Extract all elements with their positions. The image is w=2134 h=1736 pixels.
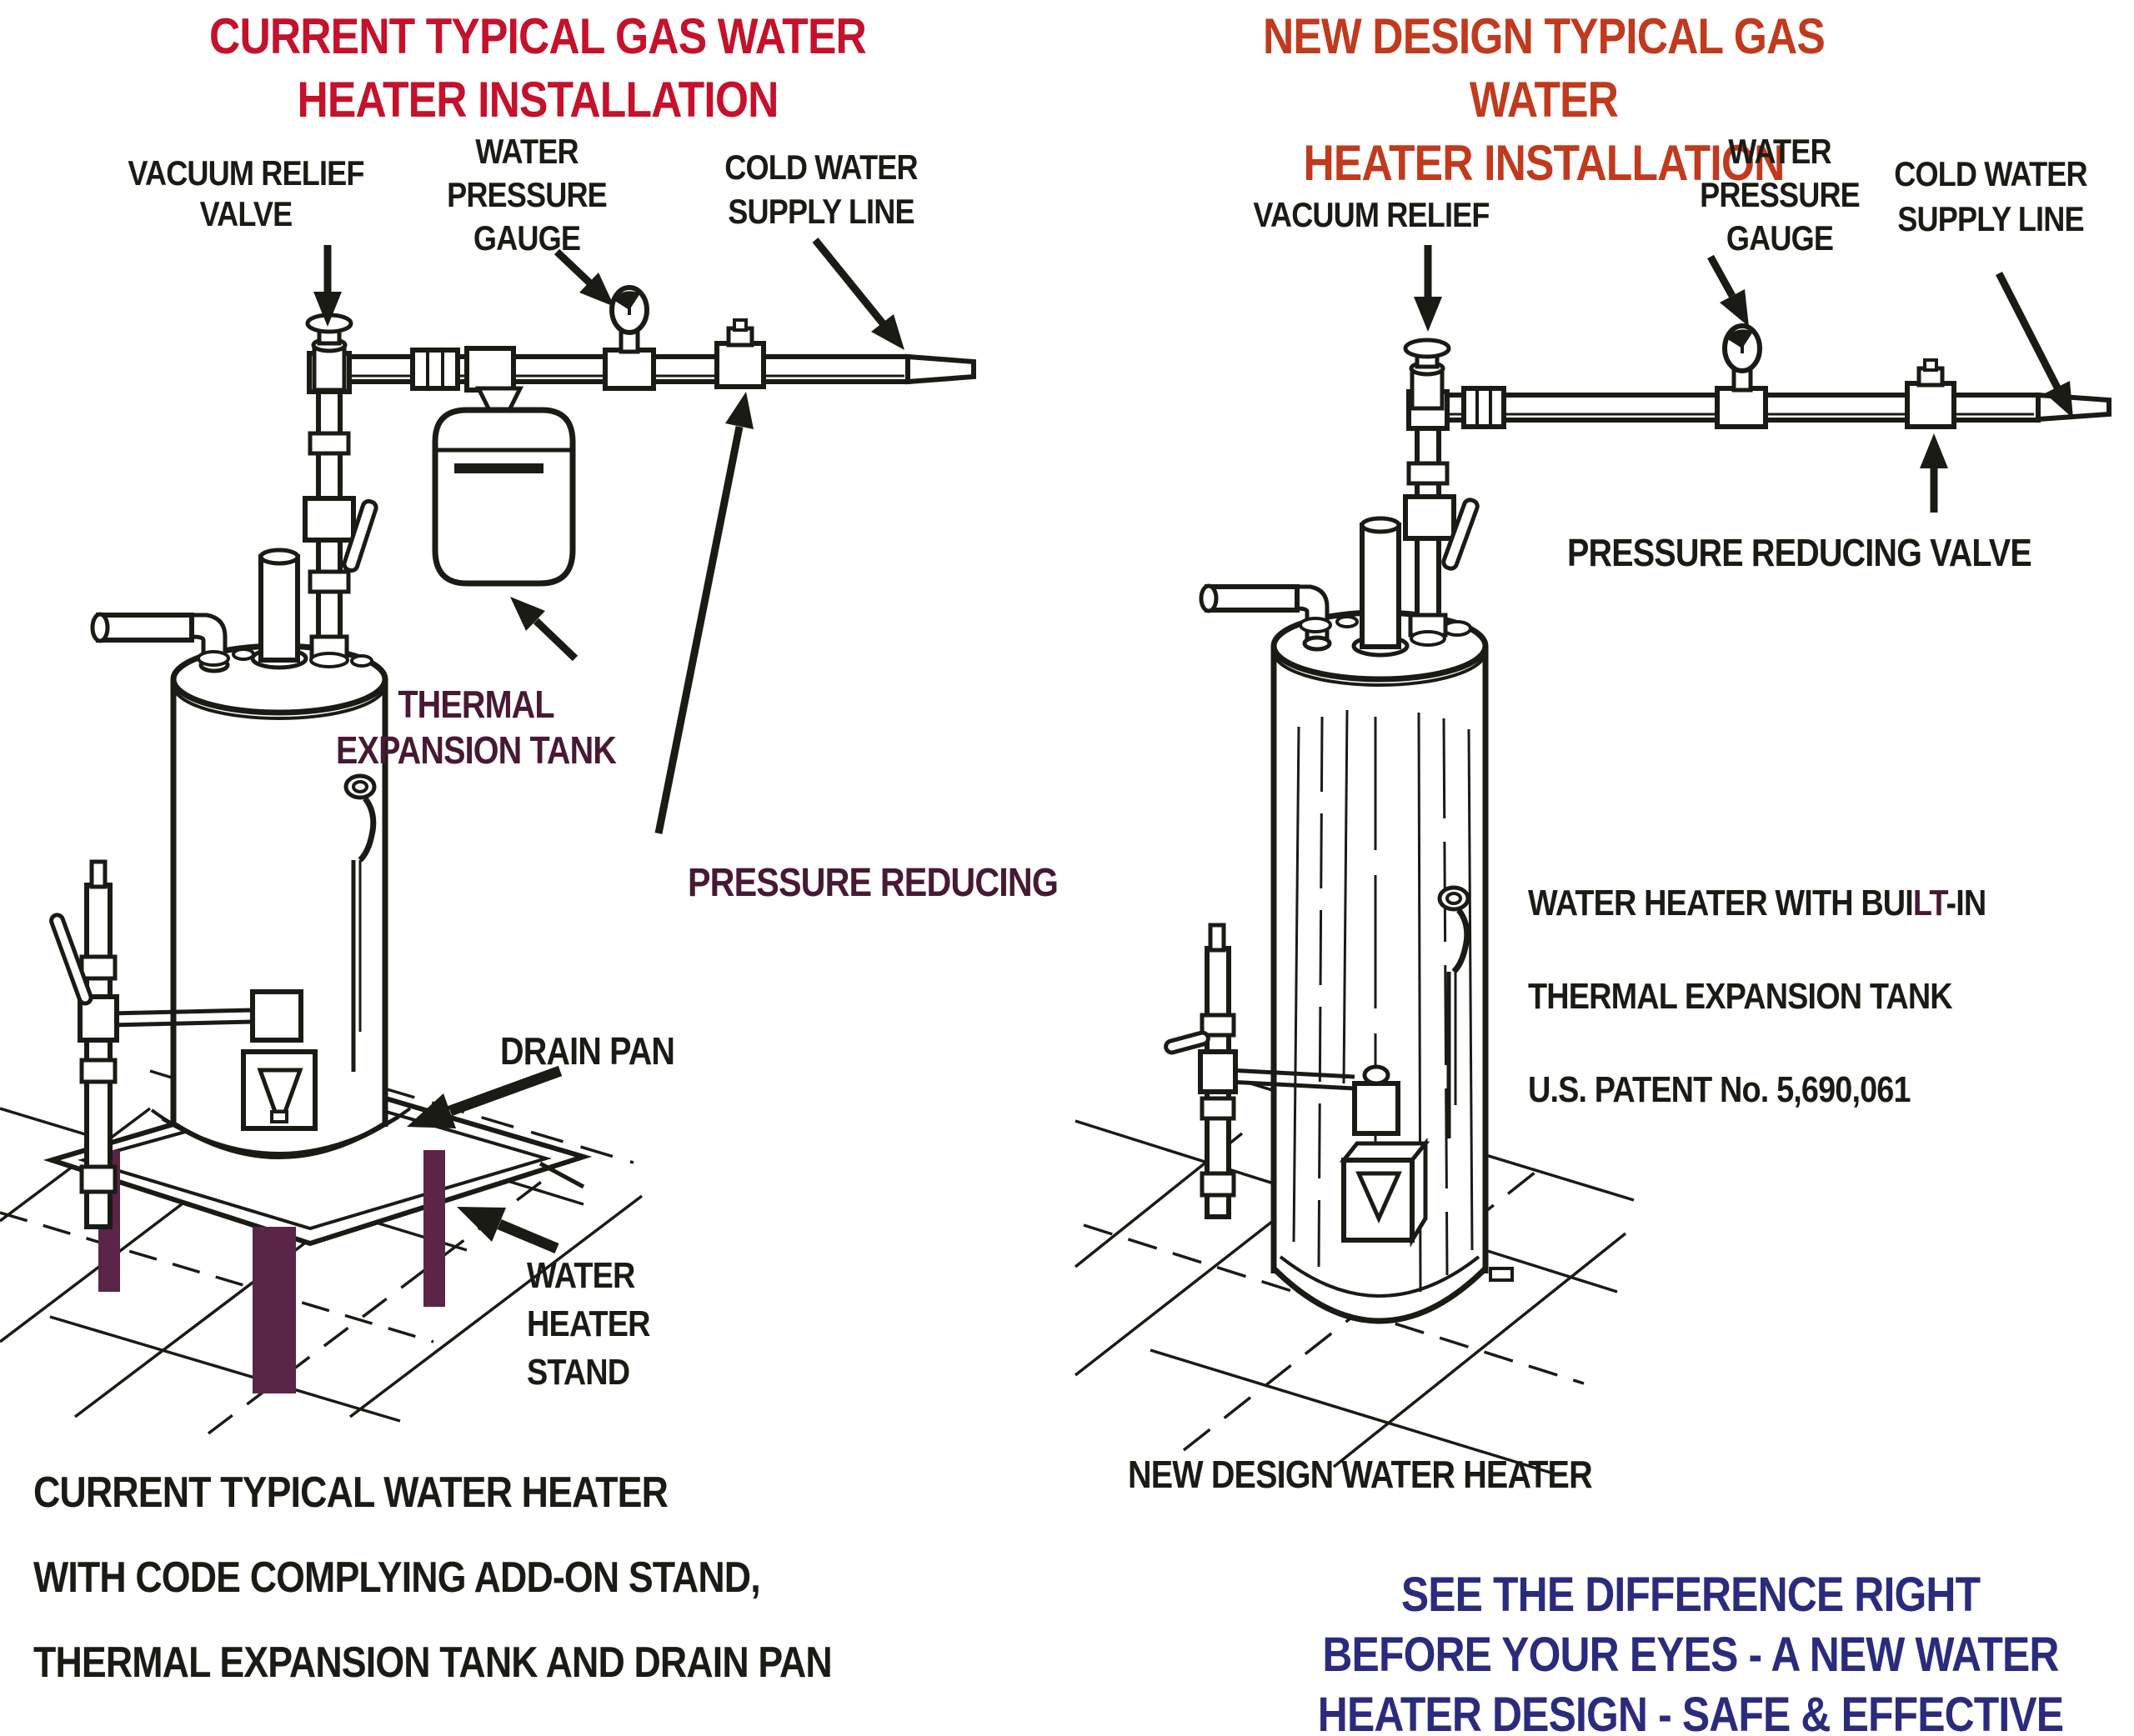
annotation-arrows <box>1414 245 2073 513</box>
burner-access-door <box>1339 1137 1430 1248</box>
shutoff-valve <box>1403 494 1456 541</box>
note-line3: U.S. PATENT No. 5,690,061 <box>1528 1069 1911 1110</box>
flue-pipe <box>1351 516 1410 658</box>
supply-pipe-open-end <box>905 353 976 385</box>
temperature-pressure-valve <box>343 773 377 1072</box>
tagline: SEE THE DIFFERENCE RIGHT BEFORE YOUR EYE… <box>1317 1568 2064 1736</box>
vacuum-relief-valve <box>305 313 353 393</box>
arrow-vacuum-relief <box>1414 245 1442 332</box>
pipe-union <box>410 348 460 391</box>
burner-control <box>109 989 303 1043</box>
water-heater-tank <box>1199 516 1514 1324</box>
arrow-pressure-reducing-valve <box>1920 433 1948 513</box>
arrow-cold-water-supply <box>812 238 904 350</box>
supply-pipe-open-end <box>2036 392 2111 423</box>
left-title: CURRENT TYPICAL GAS WATER HEATER INSTALL… <box>209 8 867 128</box>
shutoff-valve <box>303 496 356 543</box>
top-fitting <box>1442 620 1472 637</box>
arrow-cold-water-supply <box>1995 271 2073 418</box>
gas-valve-lever <box>49 913 93 1006</box>
drain-stub <box>1489 1267 1514 1282</box>
stand-leg <box>253 1227 296 1393</box>
arrow-water-pressure-gauge <box>554 248 614 307</box>
arrow-pressure-reducing <box>654 392 754 834</box>
label-cold-water-supply-line: COLD WATER SUPPLY LINE <box>1894 154 2087 238</box>
burner-control <box>1228 1064 1400 1136</box>
arrow-vacuum-relief <box>313 245 342 327</box>
label-vacuum-relief: VACUUM RELIEF <box>1253 195 1490 234</box>
label-pressure-reducing: PRESSURE REDUCING <box>688 861 1059 905</box>
valve-handle <box>342 498 378 573</box>
temperature-pressure-valve <box>1437 885 1470 1138</box>
gas-valve-lever <box>1164 1030 1210 1055</box>
label-pressure-reducing-valve: PRESSURE REDUCING VALVE <box>1567 531 2032 574</box>
arrow-drain-pan <box>407 1065 563 1128</box>
left-diagram <box>0 238 976 1435</box>
note-line1-suffix: -IN <box>1946 883 1987 923</box>
pipe-union <box>1461 386 1506 429</box>
right-diagram <box>1074 245 2111 1477</box>
top-fitting <box>232 648 255 661</box>
top-fitting <box>1335 615 1359 628</box>
burner-access-door <box>241 1049 318 1131</box>
gas-supply-pipe <box>49 859 119 1229</box>
gas-supply-pipe <box>1164 923 1238 1219</box>
label-vacuum-relief-valve: VACUUM RELIEF VALVE <box>128 153 364 233</box>
builtin-tank-note: WATER HEATER WITH BUILT-IN THERMAL EXPAN… <box>1528 833 1986 1113</box>
pressure-reducing-valve <box>1905 358 1956 429</box>
annotation-arrows <box>313 238 904 1253</box>
drain-pan-rim <box>150 1107 412 1158</box>
label-cold-water-supply-line: COLD WATER SUPPLY LINE <box>724 148 918 231</box>
flue-pipe <box>250 548 308 670</box>
hot-water-outlet-pipe <box>90 612 230 673</box>
arrow-water-heater-stand <box>457 1207 559 1253</box>
top-fitting <box>350 654 373 668</box>
left-caption: CURRENT TYPICAL WATER HEATER WITH CODE C… <box>33 1468 833 1687</box>
valve-handle <box>1441 498 1480 571</box>
right-caption: NEW DESIGN WATER HEATER <box>1128 1453 1593 1496</box>
right-title: NEW DESIGN TYPICAL GAS WATER HEATER INST… <box>1263 8 1826 191</box>
label-drain-pan: DRAIN PAN <box>500 1029 675 1073</box>
vacuum-relief-valve <box>1403 338 1451 411</box>
stand-leg <box>423 1150 445 1307</box>
arrow-water-pressure-gauge <box>1707 254 1749 327</box>
thermal-expansion-tank <box>432 346 576 587</box>
label-water-pressure-gauge: WATER PRESSURE GAUGE <box>447 132 608 258</box>
water-heater-tank <box>90 548 388 1159</box>
top-fitting <box>1299 617 1332 633</box>
label-thermal-expansion-tank: THERMAL EXPANSION TANK <box>336 683 617 772</box>
hot-water-outlet-pipe <box>1199 583 1332 652</box>
cold-water-piping <box>303 285 976 668</box>
label-water-heater-stand: WATER HEATER STAND <box>527 1255 650 1393</box>
label-water-pressure-gauge: WATER PRESSURE GAUGE <box>1700 132 1861 258</box>
cold-water-piping <box>1403 323 2111 647</box>
pressure-reducing-valve <box>714 318 766 389</box>
gas-valve <box>1198 1049 1238 1094</box>
water-pressure-gauge <box>603 285 656 391</box>
note-line1-accent: LT <box>1912 883 1946 923</box>
arrow-thermal-expansion-tank <box>510 597 579 662</box>
note-line1-prefix: WATER HEATER WITH BUI <box>1528 883 1914 923</box>
water-pressure-gauge <box>1715 323 1768 429</box>
top-fitting <box>197 650 230 667</box>
note-line2: THERMAL EXPANSION TANK <box>1528 976 1953 1017</box>
